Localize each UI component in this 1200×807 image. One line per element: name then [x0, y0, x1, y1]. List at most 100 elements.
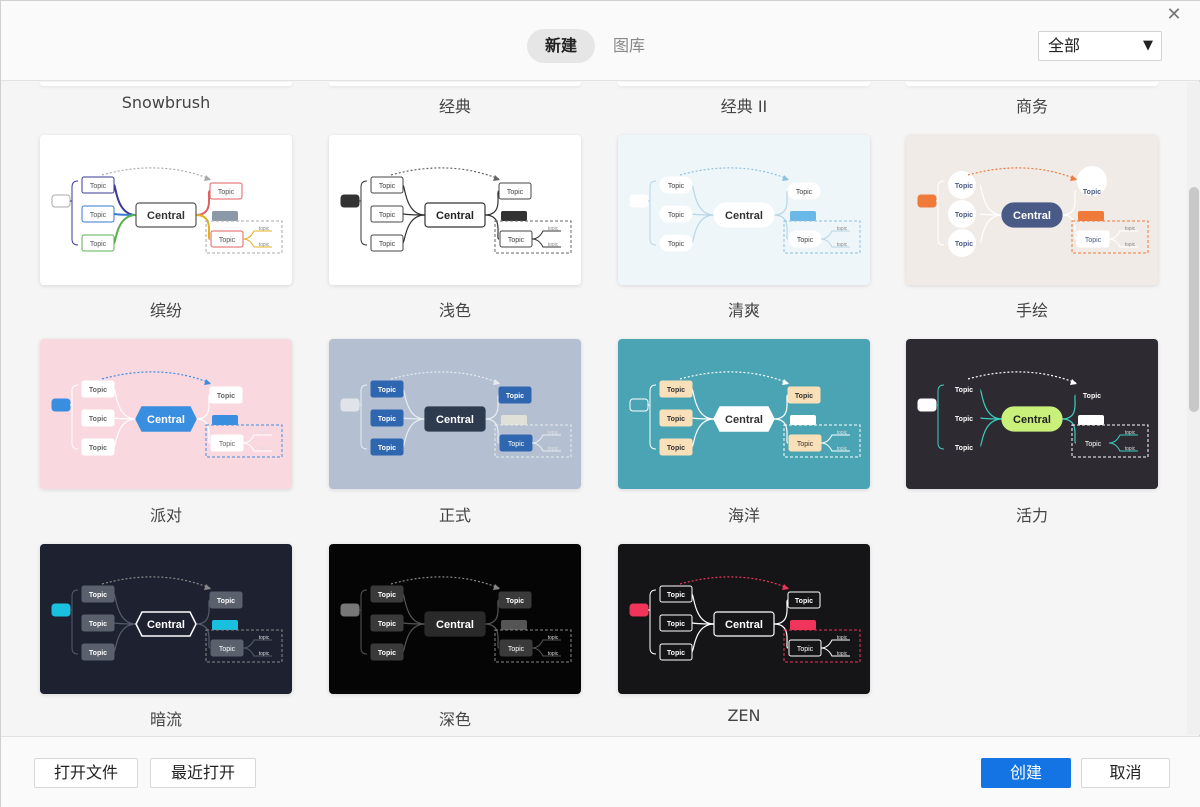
svg-text:Central: Central — [725, 414, 763, 426]
template-card-partial[interactable] — [329, 82, 581, 86]
template-name: 深色 — [438, 710, 471, 729]
scrollbar-thumb[interactable] — [1189, 187, 1199, 412]
vertical-scrollbar[interactable] — [1187, 82, 1200, 735]
svg-text:topic: topic — [259, 651, 270, 657]
svg-text:Topic: Topic — [955, 241, 973, 248]
template-name: ZEN — [727, 706, 761, 725]
svg-text:Central: Central — [725, 210, 763, 222]
svg-text:Topic: Topic — [667, 416, 685, 423]
dialog-header: 新建 图库 ✕ 全部 ▼ — [1, 1, 1200, 81]
svg-text:Topic: Topic — [667, 387, 685, 394]
close-icon[interactable]: ✕ — [1166, 4, 1182, 25]
svg-text:topic: topic — [548, 430, 559, 436]
svg-text:Topic: Topic — [90, 212, 107, 219]
svg-text:Topic: Topic — [219, 441, 236, 448]
svg-text:Topic: Topic — [797, 237, 814, 244]
svg-text:Topic: Topic — [506, 393, 524, 400]
template-name: 浅色 — [438, 301, 471, 320]
svg-text:Topic: Topic — [1085, 237, 1102, 244]
chevron-down-icon: ▼ — [1143, 38, 1153, 53]
template-preview: TopicTopicTopicTopicTopictopictopicCentr… — [40, 339, 292, 489]
svg-text:Topic: Topic — [89, 650, 107, 657]
svg-text:Topic: Topic — [218, 189, 235, 196]
svg-text:topic: topic — [259, 635, 270, 641]
svg-text:Topic: Topic — [219, 237, 236, 244]
template-name: 经典 II — [720, 97, 768, 116]
svg-text:Topic: Topic — [508, 646, 525, 653]
svg-text:Topic: Topic — [796, 189, 813, 196]
svg-text:Topic: Topic — [507, 189, 524, 196]
category-filter-select[interactable]: 全部 ▼ — [1038, 31, 1162, 61]
template-card-partial[interactable] — [40, 82, 292, 86]
tab-bar: 新建 图库 — [527, 29, 663, 63]
svg-text:Central: Central — [147, 414, 185, 426]
svg-text:Topic: Topic — [379, 183, 396, 190]
open-file-button[interactable]: 打开文件 — [34, 758, 138, 788]
svg-text:Topic: Topic — [90, 183, 107, 190]
svg-text:Topic: Topic — [955, 445, 973, 452]
svg-text:Topic: Topic — [955, 387, 973, 394]
svg-text:topic: topic — [837, 430, 848, 436]
svg-text:Central: Central — [147, 619, 185, 631]
template-card-partial[interactable] — [618, 82, 870, 86]
svg-text:Central: Central — [436, 210, 474, 222]
svg-text:topic: topic — [837, 446, 848, 452]
create-button[interactable]: 创建 — [981, 758, 1071, 788]
svg-text:topic: topic — [1125, 430, 1136, 436]
svg-text:Topic: Topic — [797, 441, 814, 448]
svg-text:Topic: Topic — [667, 650, 685, 657]
svg-text:topic: topic — [548, 635, 559, 641]
filter-selected-value: 全部 — [1048, 36, 1081, 55]
svg-text:topic: topic — [259, 226, 270, 232]
svg-text:Topic: Topic — [667, 445, 685, 452]
tab-new[interactable]: 新建 — [527, 29, 596, 63]
template-card-partial[interactable] — [906, 82, 1158, 86]
svg-text:Topic: Topic — [89, 387, 107, 394]
svg-text:Topic: Topic — [668, 183, 685, 190]
svg-text:Topic: Topic — [89, 416, 107, 423]
template-preview: TopicTopicTopicTopicTopictopictopicCentr… — [618, 544, 870, 694]
recent-files-button[interactable]: 最近打开 — [150, 758, 256, 788]
svg-text:topic: topic — [837, 242, 848, 248]
svg-text:topic: topic — [1125, 242, 1136, 248]
template-preview: TopicTopicTopicTopicTopictopictopicCentr… — [618, 135, 870, 285]
template-preview: TopicTopicTopicTopicTopictopictopicCentr… — [40, 544, 292, 694]
template-preview: TopicTopicTopicTopicTopictopictopicCentr… — [906, 135, 1158, 285]
svg-text:Topic: Topic — [667, 621, 685, 628]
svg-text:Topic: Topic — [955, 212, 973, 219]
template-name: Snowbrush — [121, 93, 211, 112]
tab-gallery[interactable]: 图库 — [613, 36, 646, 55]
template-name: 正式 — [438, 506, 471, 525]
svg-text:Topic: Topic — [379, 241, 396, 248]
svg-text:Topic: Topic — [506, 598, 524, 605]
svg-text:Central: Central — [436, 414, 474, 426]
template-preview: TopicTopicTopicTopicTopictopictopicCentr… — [906, 339, 1158, 489]
svg-text:Topic: Topic — [89, 592, 107, 599]
svg-text:Central: Central — [725, 619, 763, 631]
svg-text:Topic: Topic — [217, 393, 235, 400]
svg-text:topic: topic — [259, 242, 270, 248]
template-preview: TopicTopicTopicTopicTopictopictopicCentr… — [329, 135, 581, 285]
svg-text:Central: Central — [1013, 414, 1051, 426]
svg-text:Topic: Topic — [797, 646, 814, 653]
svg-text:Topic: Topic — [378, 621, 396, 628]
svg-text:Topic: Topic — [795, 598, 813, 605]
template-name: 暗流 — [149, 710, 182, 729]
template-name: 活力 — [1015, 506, 1048, 525]
template-preview: TopicTopicTopicTopicTopictopictopicCentr… — [329, 544, 581, 694]
template-preview: TopicTopicTopicTopicTopictopictopicCentr… — [329, 339, 581, 489]
cancel-button[interactable]: 取消 — [1081, 758, 1170, 788]
